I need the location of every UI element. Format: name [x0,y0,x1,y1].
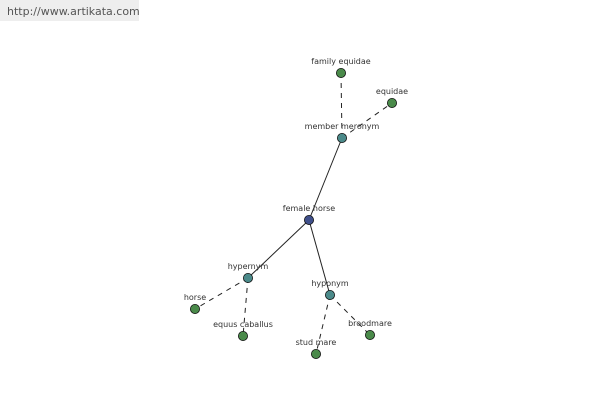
relation-member-meronym-label[interactable]: member meronym [305,122,380,131]
term-horse-label[interactable]: horse [184,293,206,302]
root-female-horse-node[interactable] [303,214,314,225]
relation-hyponym-node[interactable] [324,289,335,300]
term-equidae-node[interactable] [386,98,397,109]
term-family-equidae-node[interactable] [335,68,346,79]
edge-root-hypernym [247,219,310,279]
edge-root-member-meronym [308,137,343,221]
relation-hypernym-label[interactable]: hypernym [228,262,269,271]
source-bar: http://www.artikata.com [0,0,140,21]
term-family-equidae-label[interactable]: family equidae [311,57,371,66]
relation-hypernym-node[interactable] [242,272,253,283]
relation-member-meronym-node[interactable] [336,132,347,143]
relation-hyponym-label[interactable]: hyponym [311,279,349,288]
edge-member-meronym-equidae [341,102,393,139]
term-equus-caballus-label[interactable]: equus caballus [213,320,273,329]
edge-hyponym-broodmare [329,294,371,336]
term-broodmare-label[interactable]: broodmare [348,319,392,328]
term-broodmare-node[interactable] [364,329,375,340]
term-equus-caballus-node[interactable] [237,330,248,341]
term-horse-node[interactable] [189,303,200,314]
edge-root-hyponym [308,219,331,296]
edge-hypernym-horse [194,277,249,310]
root-female-horse-label[interactable]: female horse [283,204,336,213]
term-stud-mare-label[interactable]: stud mare [296,338,337,347]
edge-member-meronym-family-equidae [340,72,343,139]
term-stud-mare-node[interactable] [310,348,321,359]
source-link[interactable]: http://www.artikata.com [7,5,140,18]
term-equidae-label[interactable]: equidae [376,87,408,96]
edge-hyponym-stud-mare [315,294,331,355]
